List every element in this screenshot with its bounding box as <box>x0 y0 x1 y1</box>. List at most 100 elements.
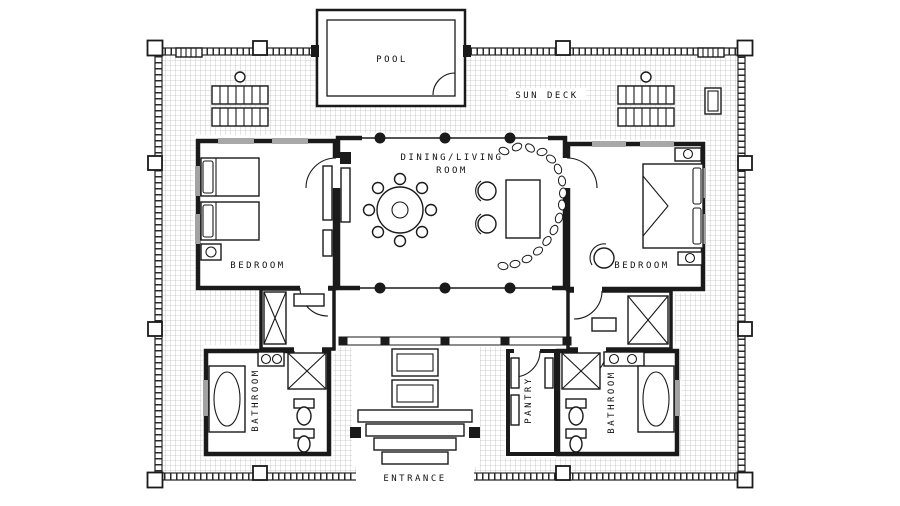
console <box>340 167 351 223</box>
bed <box>200 157 260 197</box>
lounge-chair <box>475 213 497 235</box>
lamp <box>684 252 696 264</box>
window <box>272 136 308 146</box>
deck-furniture <box>211 71 722 127</box>
column <box>440 336 450 346</box>
bathroom-right-label: BATHROOM <box>607 370 617 433</box>
nightstand <box>674 147 702 162</box>
console <box>340 152 351 164</box>
toilet <box>293 398 315 426</box>
pantry-furniture <box>510 357 554 426</box>
planter <box>391 379 439 408</box>
sun-lounger <box>211 107 269 127</box>
door <box>573 286 603 320</box>
window <box>218 136 254 146</box>
pool <box>311 8 471 108</box>
bathtub <box>208 365 246 433</box>
column <box>562 336 572 346</box>
entrance-pier <box>469 427 480 438</box>
sink-counter <box>603 351 645 367</box>
armchair <box>589 243 615 269</box>
columns <box>338 132 572 346</box>
sun-lounger <box>617 85 675 105</box>
entrance-area <box>350 348 480 484</box>
planter <box>391 348 439 377</box>
column <box>504 282 516 294</box>
pool-wall-pier <box>463 45 471 57</box>
corridor-right-furniture <box>591 295 669 345</box>
sun-lounger <box>617 107 675 127</box>
column <box>500 336 510 346</box>
dining-living-label-line1: DINING/LIVING <box>401 153 504 163</box>
pillow <box>202 160 214 194</box>
dining-living-label-line2: ROOM <box>436 166 468 176</box>
label-backing <box>508 88 586 100</box>
blanket-fold <box>642 175 669 237</box>
column <box>374 282 386 294</box>
sun-deck-label: SUN DECK <box>515 91 578 101</box>
bathroom-left-furniture <box>208 351 327 453</box>
shelf <box>510 357 520 389</box>
railing-posts <box>146 39 754 489</box>
door <box>299 283 329 317</box>
bidet <box>565 428 587 453</box>
lamp <box>205 246 217 258</box>
window <box>592 139 626 149</box>
sink <box>626 353 638 365</box>
pantry-label: PANTRY <box>524 376 534 424</box>
wardrobe <box>627 295 669 345</box>
labels: POOL SUN DECK DINING/LIVING ROOM BEDROOM… <box>230 55 667 484</box>
bathroom-right-furniture <box>561 351 675 453</box>
lamp <box>682 148 694 160</box>
living-room-furniture <box>340 142 568 271</box>
sink <box>608 353 620 365</box>
terrace-edge <box>339 336 567 346</box>
entrance-pier <box>350 427 361 438</box>
window <box>640 139 674 149</box>
shelf <box>293 293 325 307</box>
dresser <box>322 229 333 257</box>
nightstand <box>200 243 222 261</box>
shelf <box>510 394 520 426</box>
pillow <box>202 204 214 238</box>
column <box>504 132 516 144</box>
coffee-table <box>505 179 541 239</box>
bathtub <box>637 365 675 433</box>
pillow <box>692 207 702 245</box>
window <box>201 380 211 416</box>
window <box>193 214 203 244</box>
dining-table <box>376 186 424 234</box>
sink <box>260 353 272 365</box>
sun-lounger <box>211 85 269 105</box>
column <box>439 132 451 144</box>
pool-basin <box>326 19 456 97</box>
side-table <box>640 71 652 83</box>
deck-bench <box>175 47 725 58</box>
toilet <box>565 398 587 426</box>
bedroom-left-label: BEDROOM <box>230 261 285 271</box>
column <box>380 336 390 346</box>
pillow <box>692 167 702 205</box>
pool-steps-arc <box>432 72 456 96</box>
entrance-steps <box>357 409 473 465</box>
side-table <box>234 71 246 83</box>
bidet <box>293 428 315 453</box>
railing-gap <box>356 464 474 484</box>
corridor-left-furniture <box>263 291 325 345</box>
sink <box>271 353 283 365</box>
dining-chairs <box>362 172 438 248</box>
sink-counter <box>257 351 285 367</box>
bedroom-right-furniture <box>589 147 704 269</box>
shower <box>287 352 327 390</box>
planter <box>704 87 722 115</box>
pool-wall-pier <box>311 45 319 57</box>
shower <box>561 352 601 390</box>
bed <box>642 163 704 249</box>
shelf <box>544 357 554 389</box>
lounge-chair <box>475 180 497 202</box>
column <box>374 132 386 144</box>
bedroom-left-furniture <box>200 157 333 261</box>
dresser <box>322 165 333 221</box>
window <box>672 380 682 416</box>
